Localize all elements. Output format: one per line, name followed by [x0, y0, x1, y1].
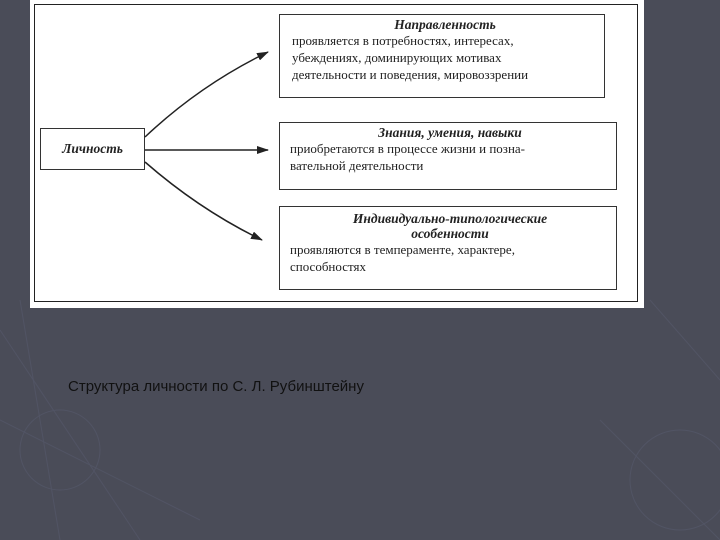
box-individual-title: Индивидуально-типологические особенности [352, 211, 548, 241]
center-label: Личность [62, 141, 123, 156]
box-orientation-text: проявляется в потребностях, интересах, у… [292, 33, 529, 82]
box-knowledge: Знания, умения, навыки приобретаются в п… [279, 122, 617, 190]
diagram-arrows [144, 51, 269, 241]
box-individual-text: проявляются в темпераменте, характере, с… [290, 242, 515, 274]
center-box-personality: Личность [40, 128, 145, 170]
box-individual: Индивидуально-типологические особенности… [279, 206, 617, 290]
arrow-to-individual [144, 161, 263, 241]
diagram-panel: Личность Направленность проявляется в по… [30, 0, 644, 308]
diagram-frame [34, 4, 638, 302]
arrow-to-orientation [144, 51, 269, 138]
caption-rest: по С. Л. Рубинштейну [207, 378, 364, 395]
caption-emphasis: Структура личности [68, 378, 208, 395]
caption: Структура личности по С. Л. Рубинштейну [68, 378, 364, 395]
box-knowledge-text: приобретаются в процессе жизни и позна- … [290, 141, 525, 173]
box-knowledge-title: Знания, умения, навыки [378, 125, 522, 140]
box-orientation-title: Направленность [394, 17, 496, 32]
box-orientation: Направленность проявляется в потребностя… [279, 14, 605, 98]
